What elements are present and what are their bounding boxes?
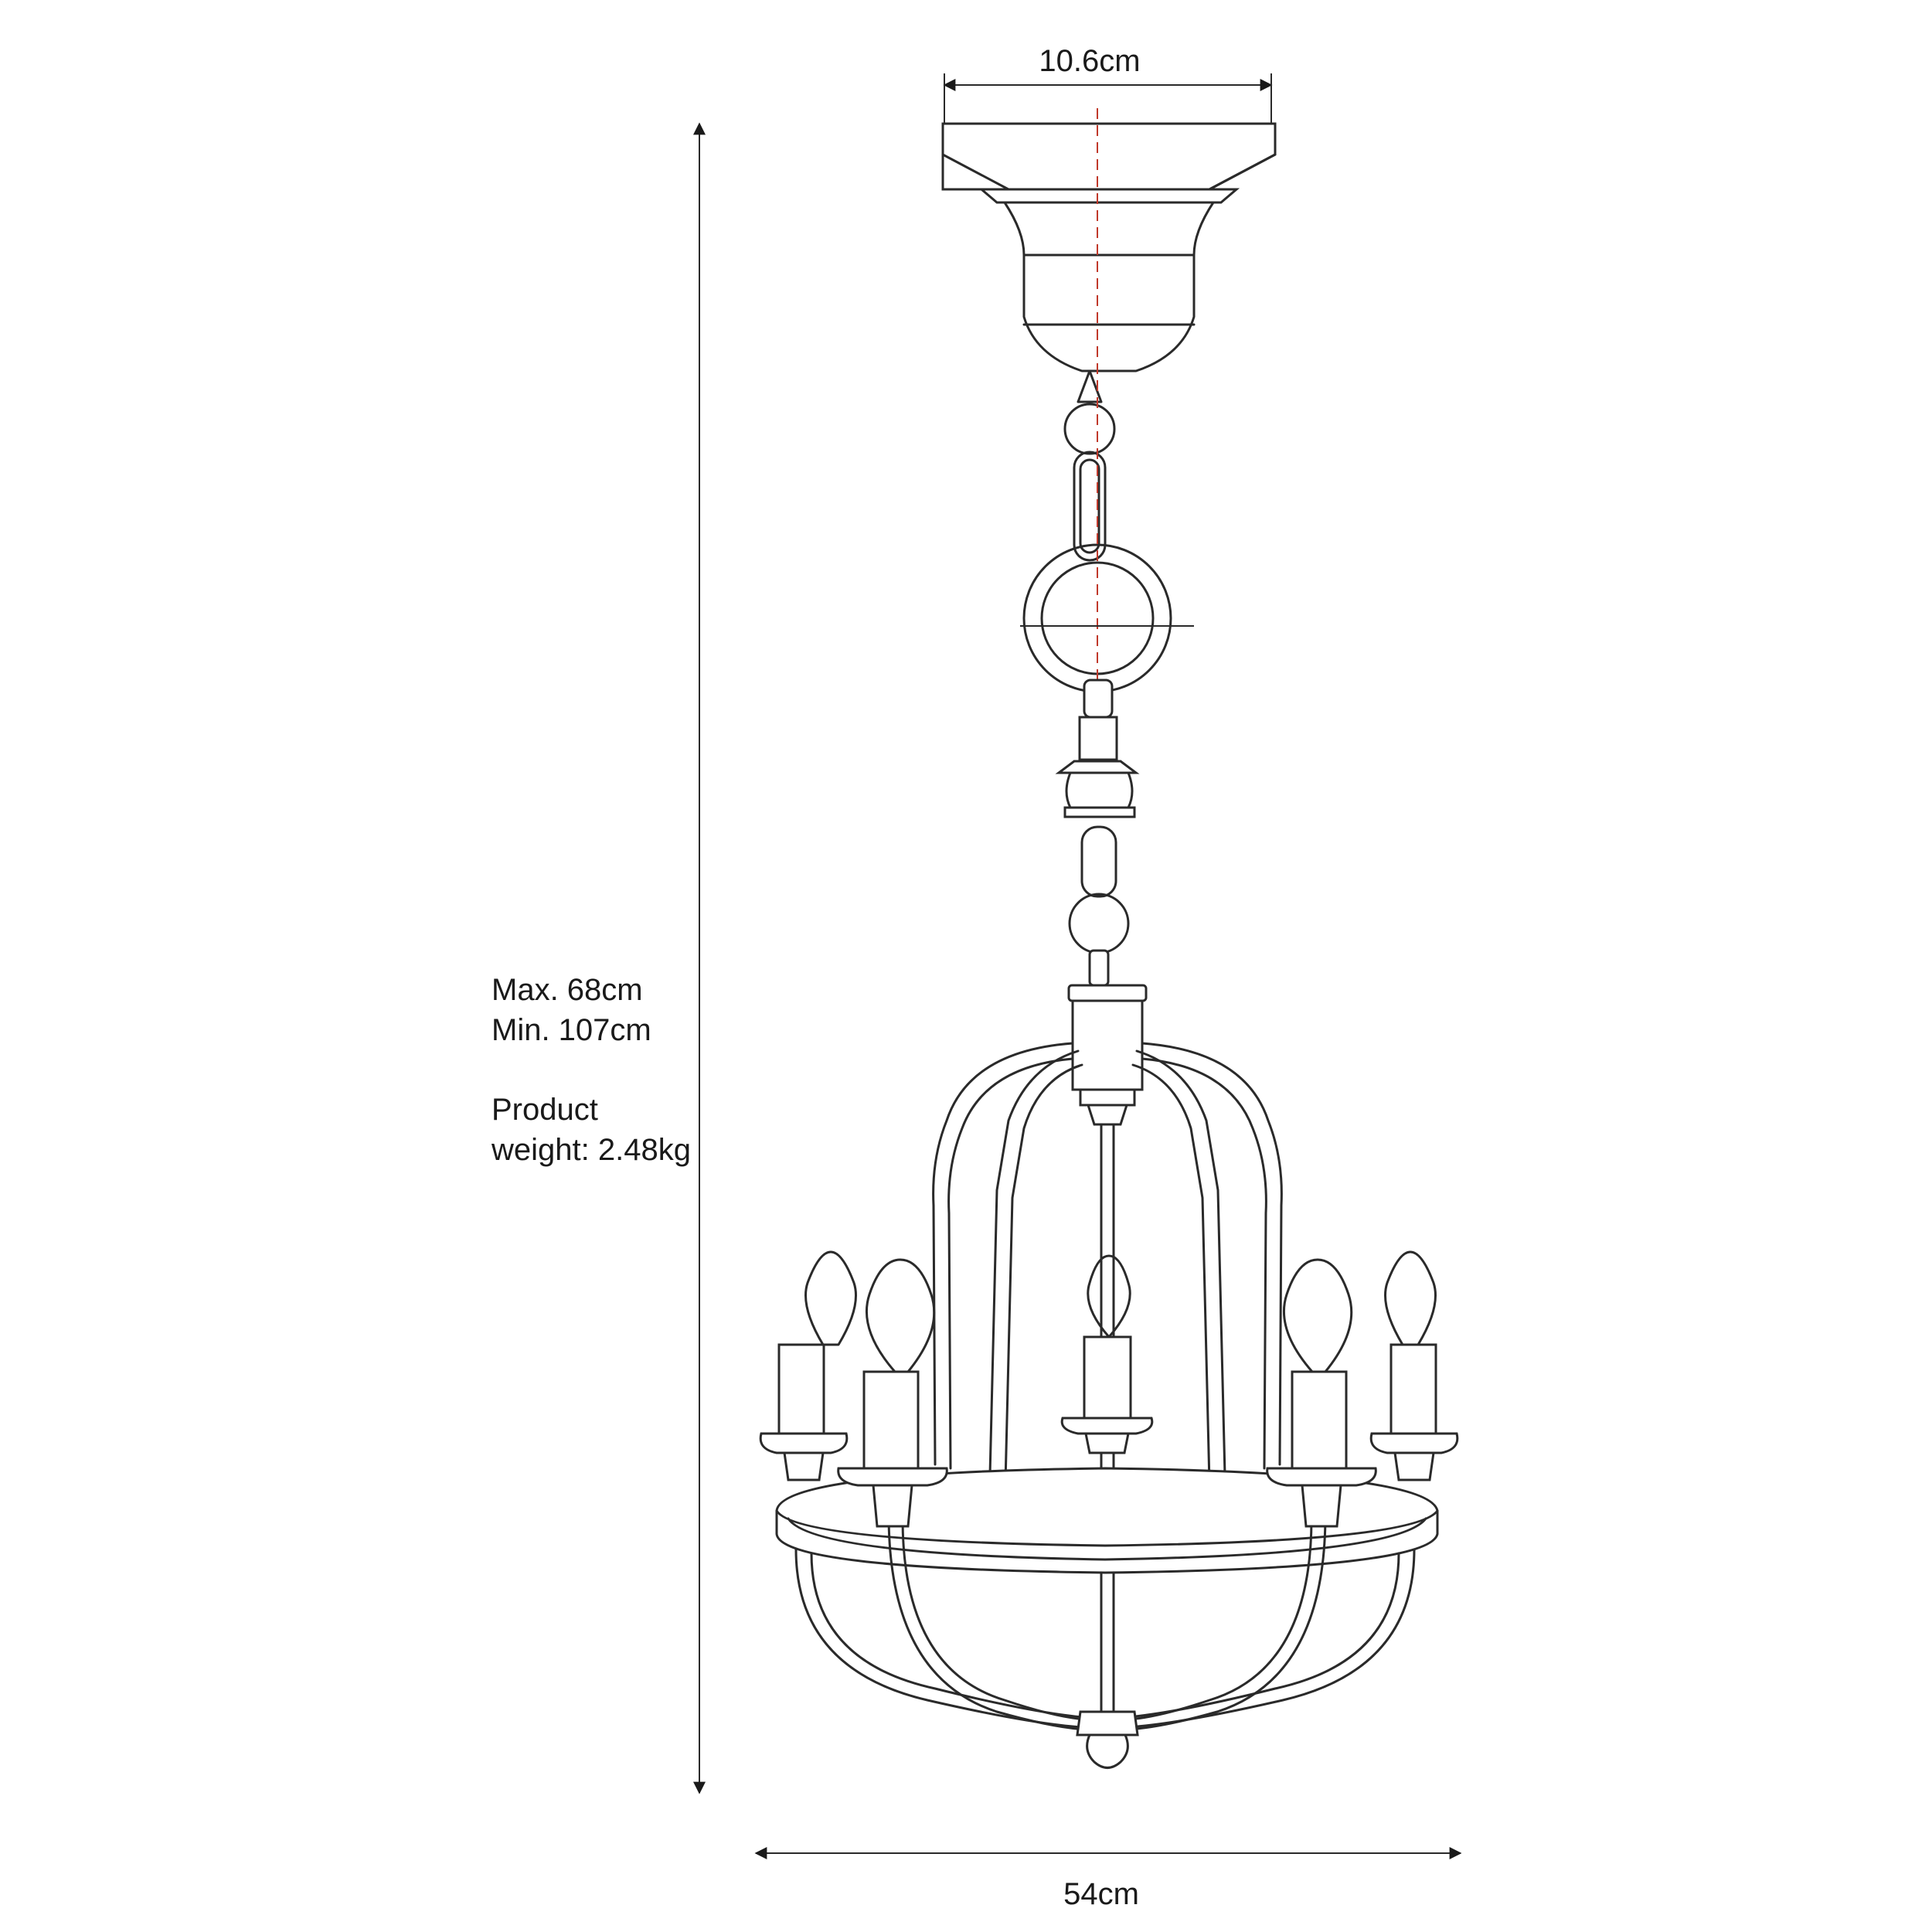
ceiling-canopy (941, 122, 1277, 372)
canopy-width-label: 10.6cm (1039, 44, 1140, 78)
candle-center (1060, 1254, 1154, 1454)
min-height-text: Min. 107cm (492, 1013, 651, 1047)
lower-chain (1068, 825, 1130, 987)
weight-label: Product (492, 1093, 598, 1127)
candle-ring (775, 1467, 1439, 1574)
candle-far-right (1369, 1250, 1459, 1481)
canopy-width-dimension: 10.6cm (943, 44, 1273, 147)
lower-basket-arms (794, 1513, 1416, 1769)
candle-far-left (759, 1250, 857, 1481)
overall-width-dimension: 54cm (754, 1847, 1462, 1911)
overall-width-label: 54cm (1063, 1877, 1139, 1911)
candle-right (1266, 1258, 1377, 1528)
max-height-text: Max. 68cm (492, 973, 643, 1007)
body-top-cap (1067, 984, 1148, 1126)
candle-left (837, 1258, 948, 1528)
weight-value: weight: 2.48kg (492, 1133, 691, 1167)
height-notes: Max. 68cm Min. 107cm (492, 970, 651, 1050)
chain-collar (1055, 679, 1140, 818)
weight-notes: Product weight: 2.48kg (492, 1090, 691, 1170)
